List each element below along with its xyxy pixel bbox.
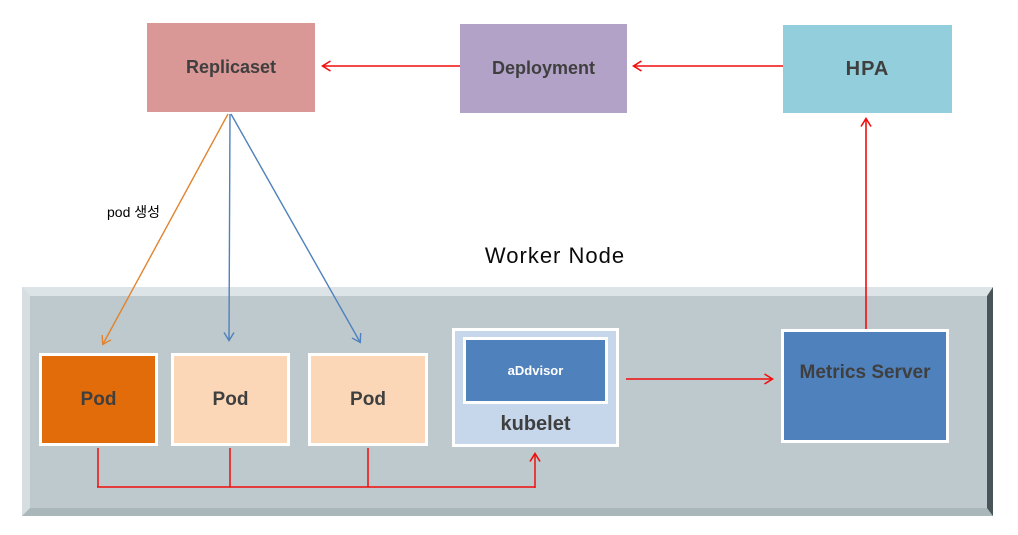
node-cadvisor-label: aDdvisor bbox=[507, 363, 564, 378]
node-pod-2-label: Pod bbox=[212, 388, 249, 410]
node-replicaset: Replicaset bbox=[147, 23, 315, 112]
node-deployment: Deployment bbox=[460, 24, 627, 113]
node-pod-1-label: Pod bbox=[80, 388, 117, 410]
node-kubelet: aDdvisor kubelet bbox=[452, 328, 619, 447]
node-hpa: HPA bbox=[783, 25, 952, 113]
node-hpa-label: HPA bbox=[845, 57, 890, 80]
node-pod-3-label: Pod bbox=[350, 388, 386, 410]
node-deployment-label: Deployment bbox=[491, 58, 596, 78]
node-pod-2: Pod bbox=[171, 353, 290, 446]
node-metrics-server-label: Metrics Server bbox=[799, 362, 931, 383]
node-metrics-server: Metrics Server bbox=[781, 329, 949, 443]
node-cadvisor: aDdvisor bbox=[463, 337, 608, 404]
node-replicaset-label: Replicaset bbox=[185, 57, 277, 77]
node-pod-3: Pod bbox=[308, 353, 428, 446]
worker-node-title: Worker Node bbox=[484, 243, 626, 268]
edge-label-pod-create: pod 생성 bbox=[107, 204, 161, 220]
node-pod-1: Pod bbox=[39, 353, 158, 446]
node-kubelet-label: kubelet bbox=[500, 412, 571, 435]
